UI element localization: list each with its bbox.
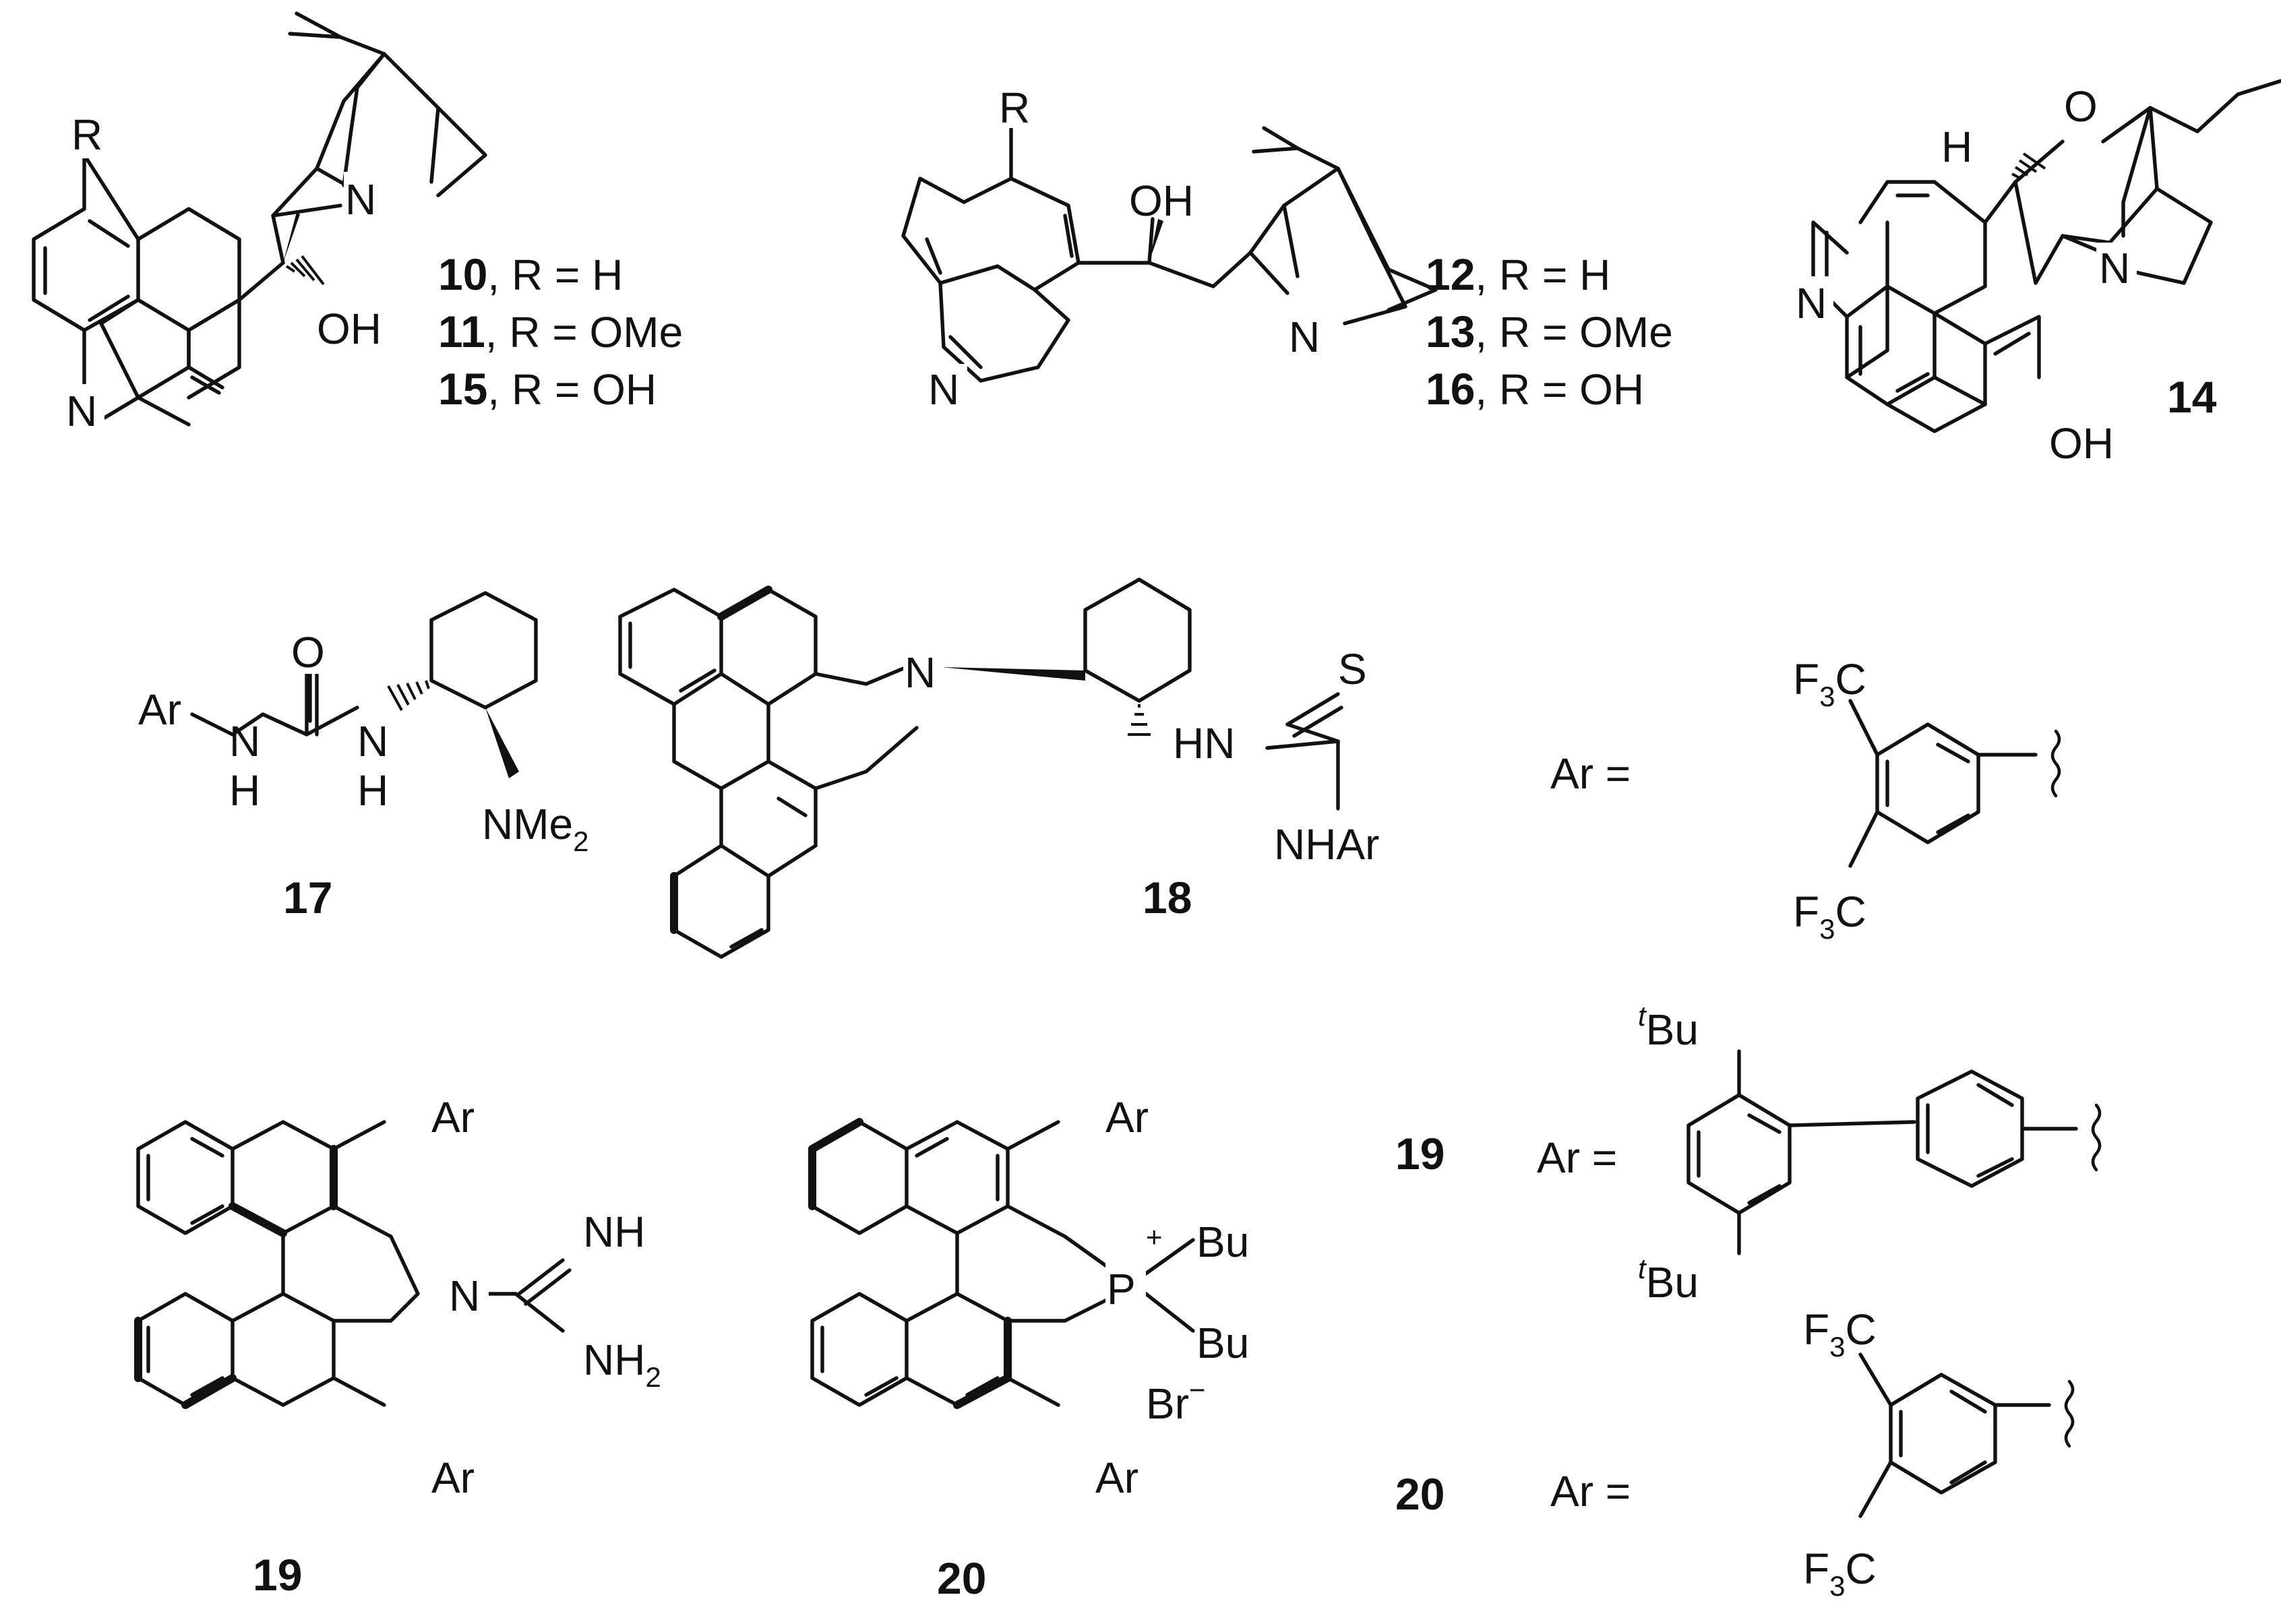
atom-n: N [2099, 244, 2130, 292]
atom-ar: Ar [138, 685, 181, 734]
svg-text:13, R = OMe: 13, R = OMe [1426, 307, 1673, 356]
compound-12-desc: , R = H [1475, 251, 1610, 299]
group-f3c: F3C [1793, 655, 1866, 712]
ar-equals-label: Ar = [1537, 1133, 1617, 1182]
ar-equals-label: Ar = [1550, 1467, 1631, 1516]
atom-hn: HN [1173, 719, 1235, 768]
compound-16-desc: , R = OH [1475, 365, 1644, 414]
compound-number-19: 19 [253, 1550, 302, 1600]
atom-nh: NH [583, 1208, 645, 1256]
atom-bu: Bu [1196, 1218, 1249, 1266]
atom-n: N [1796, 279, 1827, 327]
group-f3c: F3C [1803, 1544, 1877, 1602]
atom-oh: OH [2049, 419, 2114, 468]
ar-definition-20-number: 20 [1395, 1469, 1444, 1519]
svg-text:16, R = OH: 16, R = OH [1426, 364, 1644, 414]
atom-h: H [229, 766, 260, 815]
compound-number-12: 12 [1426, 249, 1475, 299]
compound-number-15: 15 [438, 364, 487, 414]
charge-plus: + [1146, 1221, 1163, 1253]
atom-ar: Ar [431, 1454, 475, 1502]
compound-number-16: 16 [1426, 364, 1475, 414]
structure-20: P + Ar Ar Bu Bu Br− 20 [808, 1093, 1249, 1603]
compound-number-17: 17 [283, 873, 332, 923]
svg-text:15, R = OH: 15, R = OH [438, 364, 657, 414]
atom-br: Br− [1146, 1374, 1206, 1428]
compound-11-desc: , R = OMe [485, 308, 683, 356]
atom-r: R [71, 111, 102, 159]
atom-oh: OH [317, 305, 382, 353]
atom-bu: Bu [1196, 1319, 1249, 1367]
atom-n: N [449, 1272, 480, 1320]
structure-17: O Ar N H N H NMe2 17 [138, 591, 588, 923]
structure-19: N Ar Ar NH NH2 19 [134, 1093, 661, 1600]
atom-n: N [1289, 313, 1320, 361]
structure-12-13-16: R N N OH 12, R = H 13, R = OMe 16, R = O… [901, 81, 1673, 414]
atom-nhar: NHAr [1274, 820, 1379, 869]
atom-o: O [2064, 82, 2098, 131]
atom-nme2: NMe2 [482, 800, 588, 857]
compound-number-20: 20 [937, 1553, 986, 1603]
compound-number-18: 18 [1143, 873, 1192, 923]
svg-text:10, R = H: 10, R = H [438, 249, 623, 299]
atom-n: N [229, 717, 260, 766]
ar-definition-19: 19 Ar = tBu tBu [1395, 1000, 2102, 1307]
structure-14: H O N N OH 14 [1793, 79, 2281, 468]
atom-oh: OH [1129, 177, 1194, 225]
ar-definition-17-18: Ar = F3C F3C [1550, 655, 2061, 945]
compound-number-10: 10 [438, 249, 487, 299]
atom-n: N [345, 175, 376, 224]
group-tbu: tBu [1638, 1000, 1699, 1054]
group-tbu: tBu [1638, 1253, 1699, 1307]
structure-10-11-15: R N N OH 10, R = H 11, R = OMe 15, R = O… [32, 11, 683, 435]
atom-n: N [928, 365, 959, 414]
atom-n: N [66, 387, 97, 435]
svg-text:11, R = OMe: 11, R = OMe [438, 307, 683, 356]
compound-number-13: 13 [1426, 307, 1475, 356]
ar-definition-19-number: 19 [1395, 1129, 1444, 1179]
atom-o: O [291, 628, 325, 677]
atom-h: H [357, 766, 388, 815]
svg-text:12, R = H: 12, R = H [1426, 249, 1610, 299]
atom-n: N [357, 717, 388, 766]
atom-n: N [905, 648, 936, 697]
group-f3c: F3C [1803, 1305, 1877, 1363]
atom-r: R [999, 84, 1030, 132]
compound-number-14: 14 [2167, 372, 2217, 422]
atom-ar: Ar [1095, 1454, 1138, 1502]
ar-equals-label: Ar = [1550, 749, 1631, 798]
compound-10-desc: , R = H [487, 251, 623, 299]
atom-h: H [1941, 123, 1972, 171]
atom-nh2: NH2 [583, 1336, 661, 1393]
ar-definition-20: 20 Ar = F3C F3C [1395, 1305, 2075, 1602]
structure-18: N HN S NHAr 18 [618, 577, 1379, 959]
compound-15-desc: , R = OH [487, 365, 657, 414]
atom-ar: Ar [1105, 1093, 1149, 1142]
atom-p: P [1107, 1265, 1136, 1313]
compound-13-desc: , R = OMe [1475, 308, 1672, 356]
atom-s: S [1338, 645, 1367, 693]
group-f3c: F3C [1793, 887, 1866, 945]
atom-ar: Ar [431, 1093, 475, 1142]
compound-number-11: 11 [438, 307, 485, 356]
